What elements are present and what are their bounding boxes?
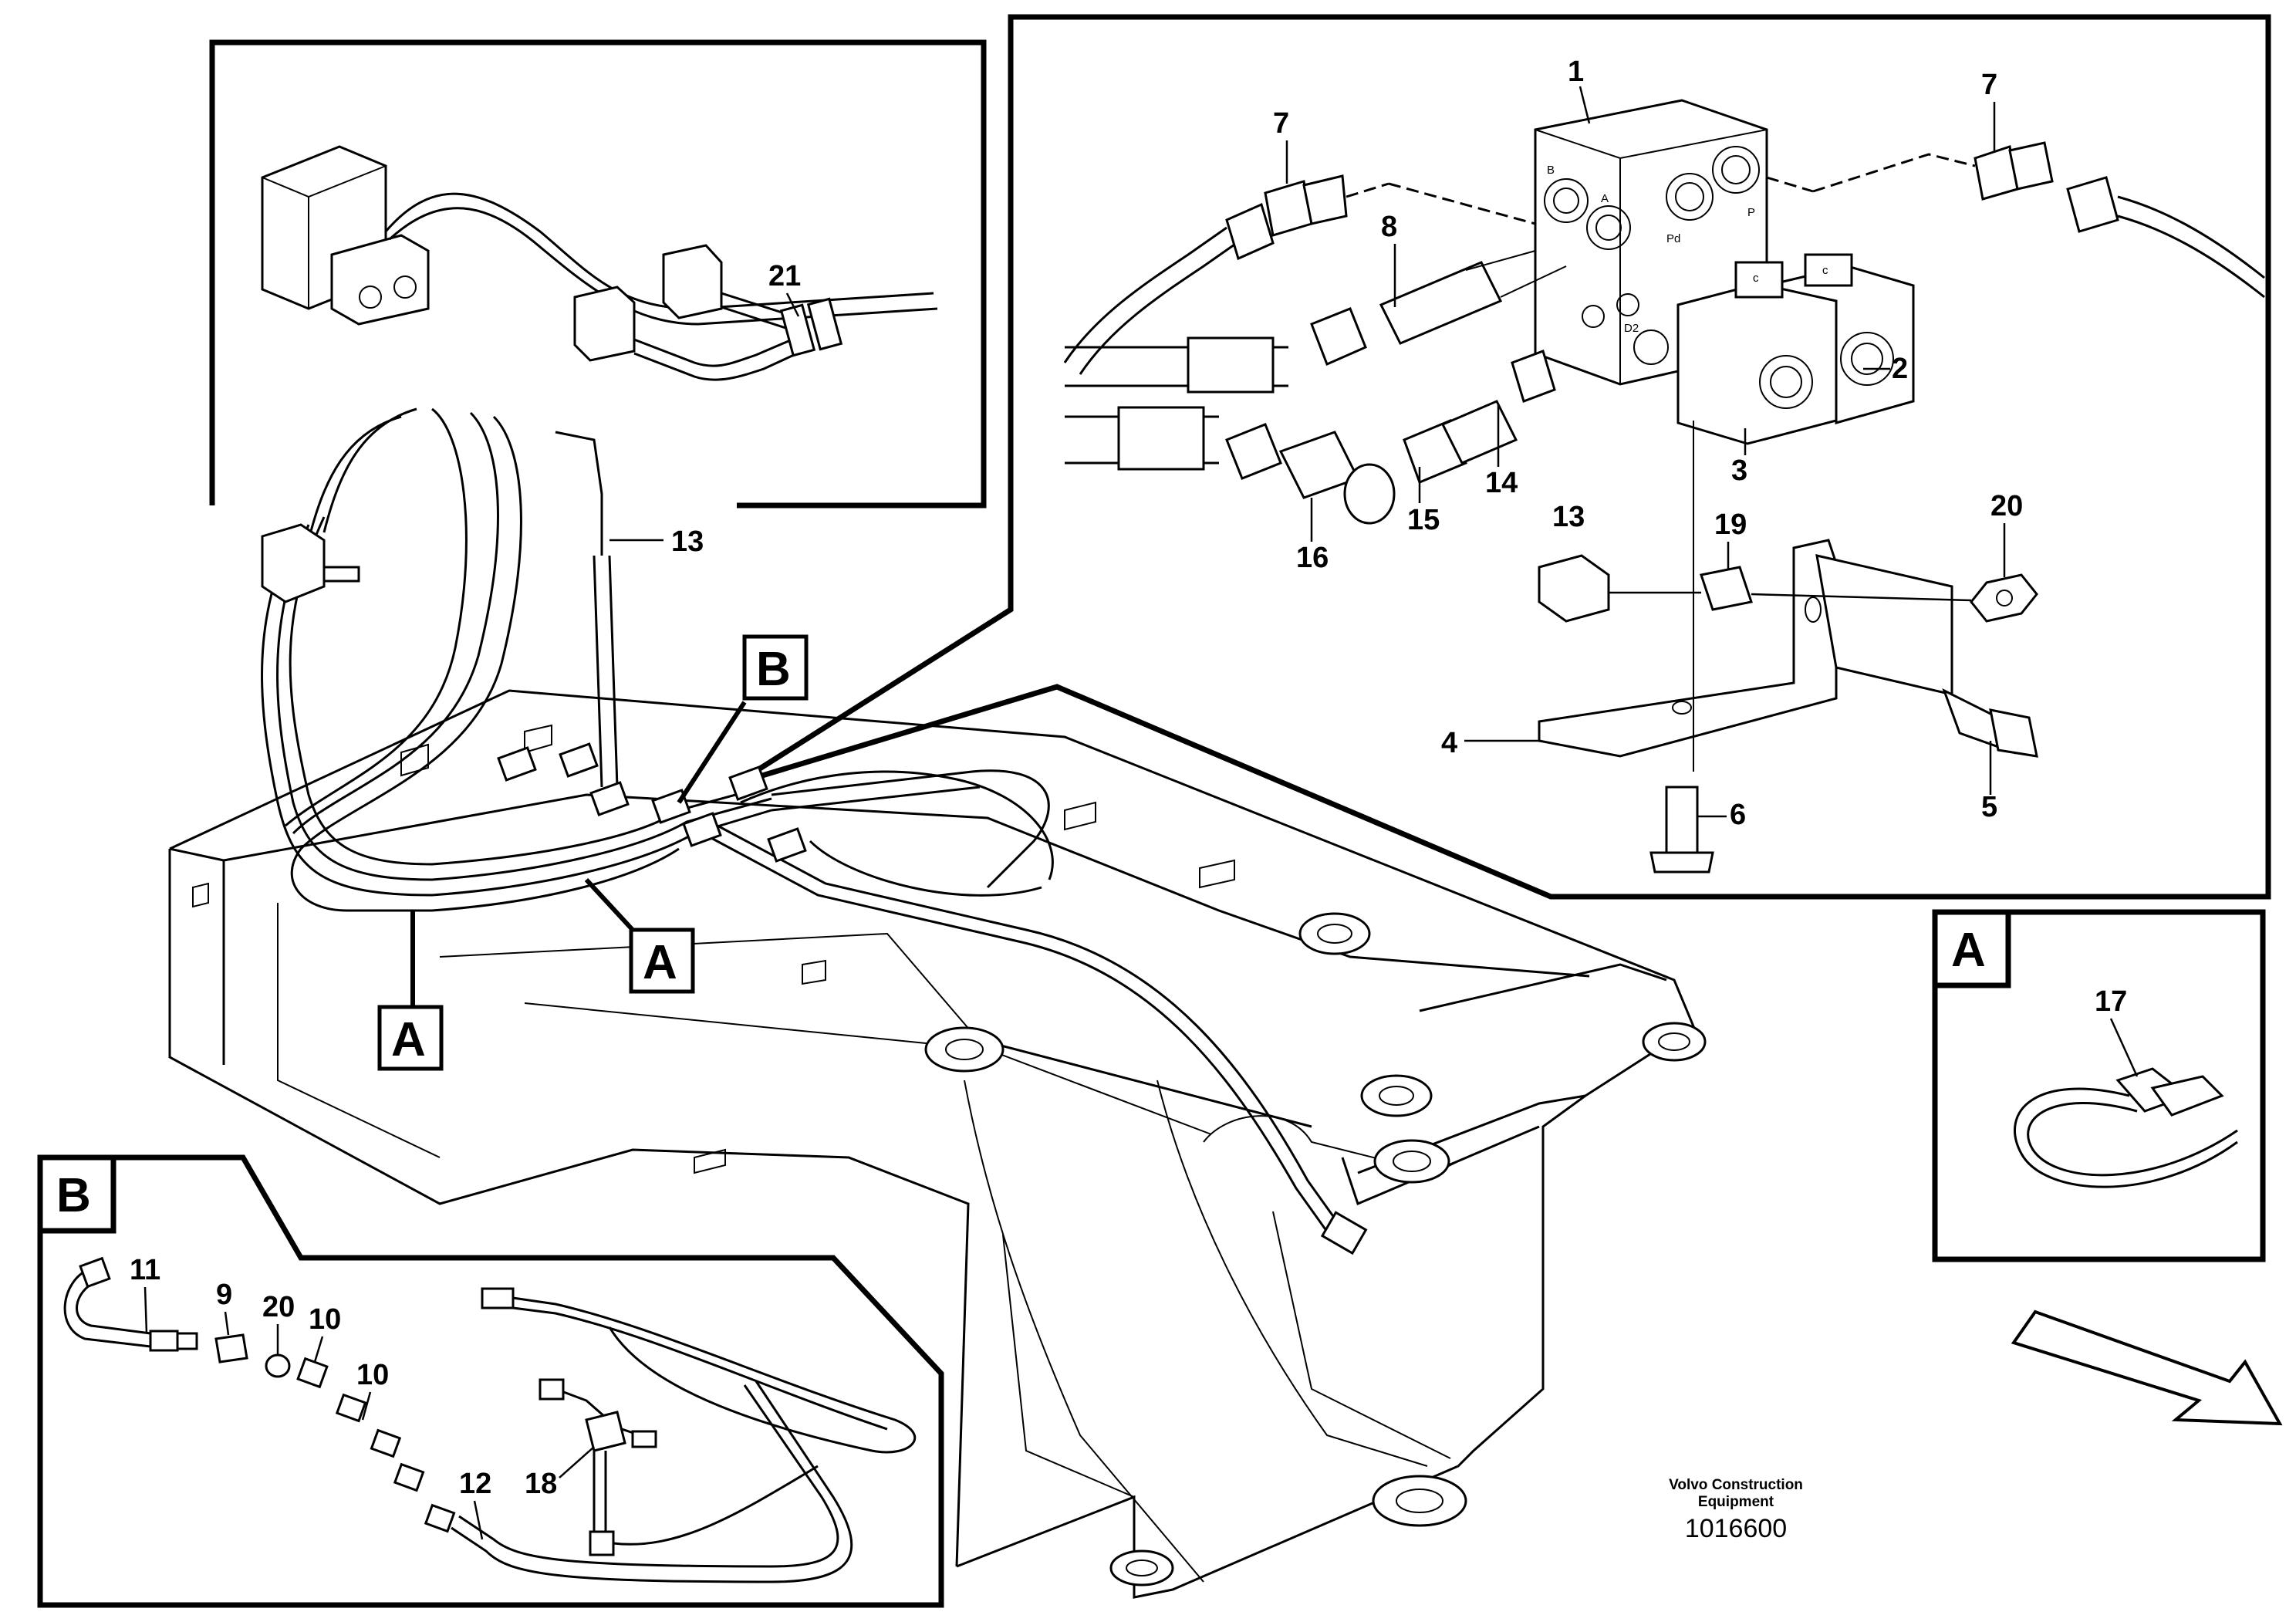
callout-9: 9: [216, 1279, 232, 1311]
port-label-d2: D2: [1624, 322, 1639, 335]
callout-2: 2: [1892, 353, 1908, 385]
inset-harness-view: 21: [209, 39, 987, 509]
callout-7-right: 7: [1981, 69, 1997, 101]
detail-view-a: A 17: [1932, 909, 2266, 1262]
callout-13-main: 13: [671, 525, 704, 558]
view-marker-a-right: A: [584, 877, 695, 994]
callout-15: 15: [1407, 504, 1440, 536]
solenoid-label-2: c: [1822, 264, 1828, 277]
port-label-b: B: [1547, 164, 1555, 177]
callout-11: 11: [130, 1254, 160, 1286]
callout-16: 16: [1296, 542, 1329, 574]
callout-3: 3: [1731, 454, 1747, 487]
callout-17: 17: [2095, 985, 2127, 1018]
forward-direction-arrow: [2011, 1309, 2283, 1426]
callout-10-b: 10: [356, 1359, 389, 1391]
credit-block: Volvo Construction Equipment 1016600: [1669, 1477, 1803, 1543]
credit-line-2: Equipment: [1698, 1494, 1774, 1510]
callout-10-a: 10: [309, 1303, 341, 1336]
valve-detail-view: B A Pd P D2 c c: [735, 14, 2271, 900]
svg-text:A: A: [643, 936, 677, 989]
svg-text:B: B: [756, 643, 791, 696]
credit-line-1: Volvo Construction: [1669, 1477, 1803, 1493]
callout-20: 20: [1990, 490, 2023, 522]
port-label-p: P: [1747, 206, 1755, 219]
solenoid-3: [1676, 280, 1838, 445]
view-marker-a-left: A: [377, 911, 444, 1071]
callout-4: 4: [1441, 727, 1457, 759]
port-label-a: A: [1601, 192, 1609, 205]
port-label-pd: Pd: [1666, 232, 1680, 245]
frame-assembly: 13 B A A: [168, 407, 1707, 1599]
callout-12: 12: [459, 1468, 491, 1500]
callout-19: 19: [1714, 509, 1747, 541]
callout-21: 21: [768, 260, 801, 292]
callout-5: 5: [1981, 791, 1997, 823]
callout-6: 6: [1730, 799, 1746, 831]
callout-1: 1: [1568, 56, 1584, 88]
callout-20-b: 20: [262, 1291, 295, 1323]
callout-13: 13: [1552, 501, 1585, 533]
view-marker-b: B: [677, 634, 809, 804]
callout-18: 18: [525, 1468, 557, 1500]
callout-8: 8: [1381, 211, 1397, 243]
callout-7-left: 7: [1273, 107, 1289, 140]
document-number: 1016600: [1685, 1514, 1787, 1543]
svg-text:A: A: [391, 1013, 426, 1066]
callout-14: 14: [1485, 467, 1518, 499]
detail-view-b: B 11 9 20 10: [37, 1154, 944, 1608]
solenoid-label-1: c: [1753, 272, 1759, 285]
view-tag-b: B: [56, 1169, 91, 1222]
view-tag-a: A: [1951, 924, 1986, 977]
